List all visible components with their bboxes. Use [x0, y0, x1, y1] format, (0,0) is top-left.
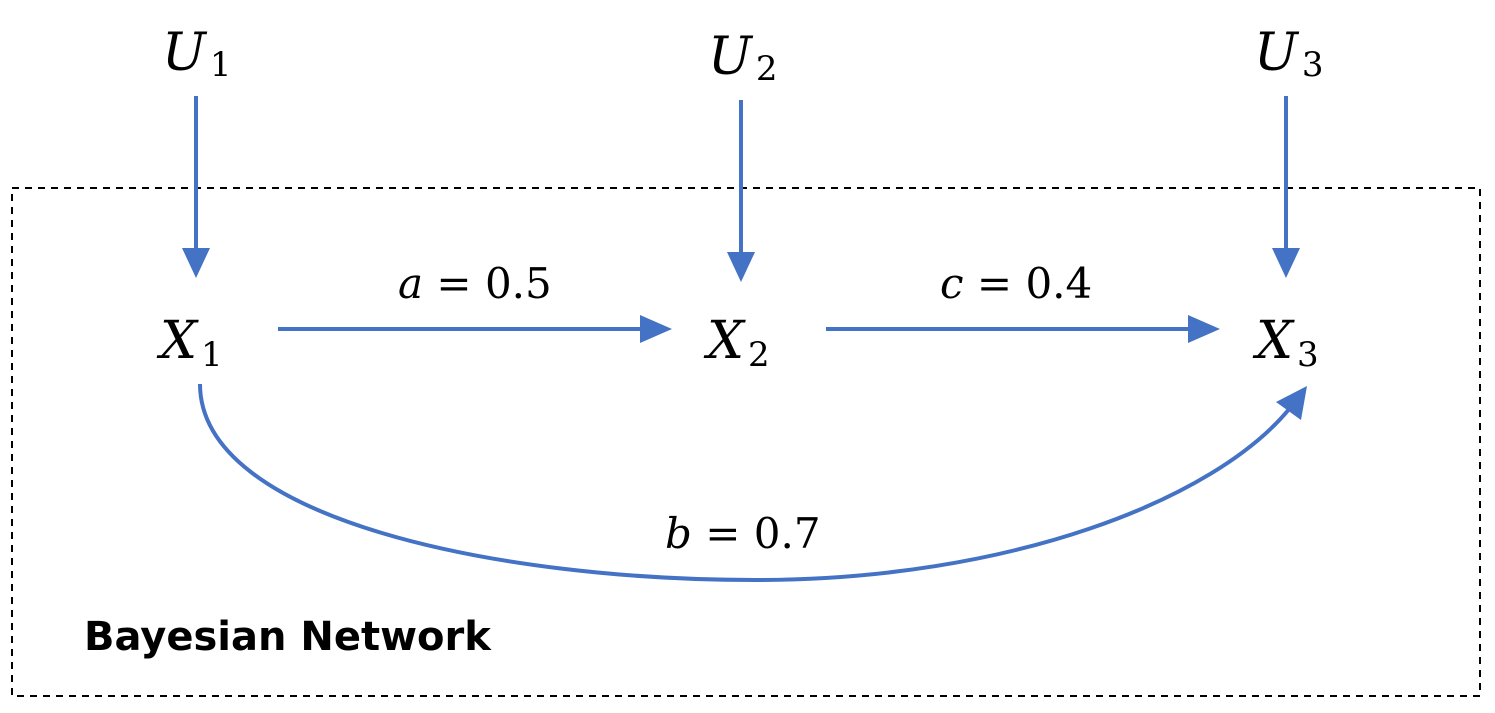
edge-label-x1-x3-symbol: b — [665, 509, 692, 558]
arrowhead-x2-x3 — [1188, 315, 1220, 343]
edge-label-x2-x3-value: 0.4 — [1025, 259, 1092, 308]
node-u3-sub: 3 — [1302, 45, 1324, 85]
edge-label-x1-x2-op: = — [423, 259, 485, 308]
node-u3-var: U — [1254, 23, 1300, 83]
edge-x1-x3 — [198, 383, 1292, 583]
node-u1-var: U — [162, 23, 208, 83]
node-x1-sub: 1 — [201, 335, 223, 375]
node-x1-var: X — [156, 311, 199, 371]
node-u2-var: U — [708, 27, 754, 87]
edge-label-x1-x3-value: 0.7 — [754, 509, 821, 558]
edge-label-x1-x3: b = 0.7 — [665, 509, 821, 558]
node-u2-sub: 2 — [756, 49, 778, 89]
boundary-label: Bayesian Network — [84, 614, 492, 660]
arrowhead-u3-x3 — [1272, 248, 1300, 278]
arrowhead-u2-x2 — [727, 252, 755, 282]
node-u1-sub: 1 — [210, 45, 232, 85]
edge-label-x1-x2: a = 0.5 — [398, 259, 552, 308]
edge-label-x2-x3-op: = — [964, 259, 1026, 308]
edge-label-x1-x3-op: = — [692, 509, 754, 558]
network-boundary — [11, 187, 1481, 697]
edge-label-x1-x2-symbol: a — [398, 259, 423, 308]
node-x2-sub: 2 — [748, 335, 770, 375]
node-x3-sub: 3 — [1297, 335, 1319, 375]
node-x2-var: X — [703, 311, 746, 371]
arrowhead-u1-x1 — [182, 248, 210, 278]
edge-label-x2-x3-symbol: c — [940, 259, 964, 308]
edge-label-x2-x3: c = 0.4 — [940, 259, 1092, 308]
node-x3-var: X — [1252, 311, 1295, 371]
arrowhead-x1-x3 — [1276, 386, 1307, 420]
arrowhead-x1-x2 — [640, 315, 672, 343]
edge-label-x1-x2-value: 0.5 — [485, 259, 552, 308]
